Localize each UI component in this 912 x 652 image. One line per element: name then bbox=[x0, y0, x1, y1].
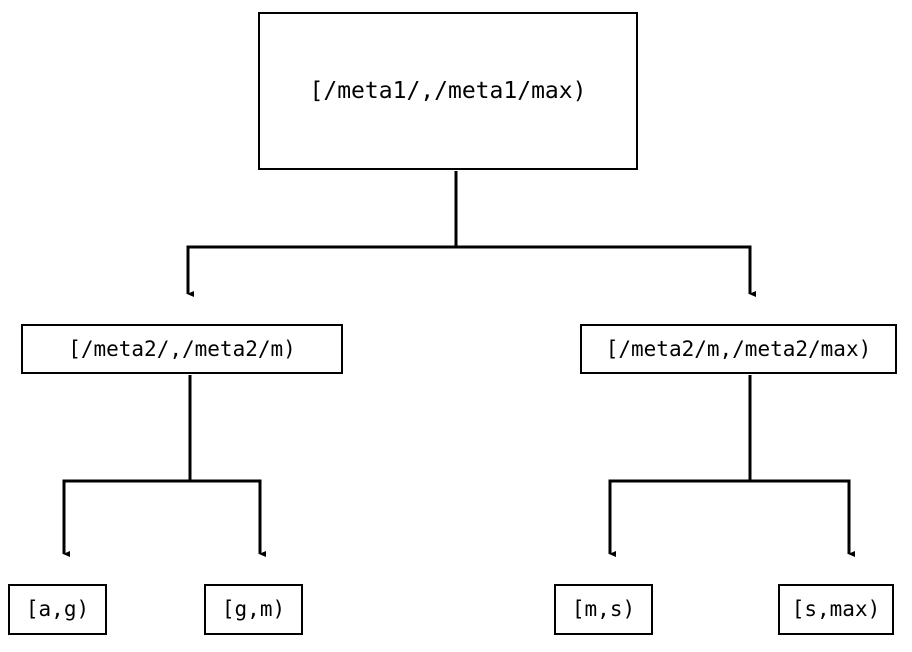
tree-node-leaf-gm-label: [g,m) bbox=[221, 597, 286, 621]
tree-node-leaf-ms[interactable]: [m,s) bbox=[554, 584, 653, 635]
edge-mid-left-to-leaf-gm bbox=[188, 375, 266, 557]
tree-node-mid-left-label: [/meta2/,/meta2/m) bbox=[68, 336, 296, 361]
tree-node-mid-left[interactable]: [/meta2/,/meta2/m) bbox=[21, 324, 343, 374]
tree-node-leaf-gm[interactable]: [g,m) bbox=[204, 584, 303, 635]
tree-node-leaf-ms-label: [m,s) bbox=[571, 597, 636, 621]
tree-node-mid-right[interactable]: [/meta2/m,/meta2/max) bbox=[580, 324, 897, 374]
tree-node-leaf-ag[interactable]: [a,g) bbox=[8, 584, 107, 635]
tree-node-leaf-smax[interactable]: [s,max) bbox=[778, 584, 894, 635]
edge-mid-right-to-leaf-smax bbox=[748, 375, 855, 557]
edge-root-to-mid-left bbox=[186, 171, 458, 297]
tree-node-leaf-ag-label: [a,g) bbox=[25, 597, 90, 621]
edge-root-to-mid-right bbox=[454, 171, 756, 297]
edge-mid-right-to-leaf-ms bbox=[608, 375, 752, 557]
edge-mid-left-to-leaf-ag bbox=[62, 375, 192, 557]
tree-node-root[interactable]: [/meta1/,/meta1/max) bbox=[258, 12, 638, 170]
tree-node-leaf-smax-label: [s,max) bbox=[791, 597, 881, 621]
tree-node-root-label: [/meta1/,/meta1/max) bbox=[309, 77, 587, 104]
tree-node-mid-right-label: [/meta2/m,/meta2/max) bbox=[605, 336, 872, 361]
